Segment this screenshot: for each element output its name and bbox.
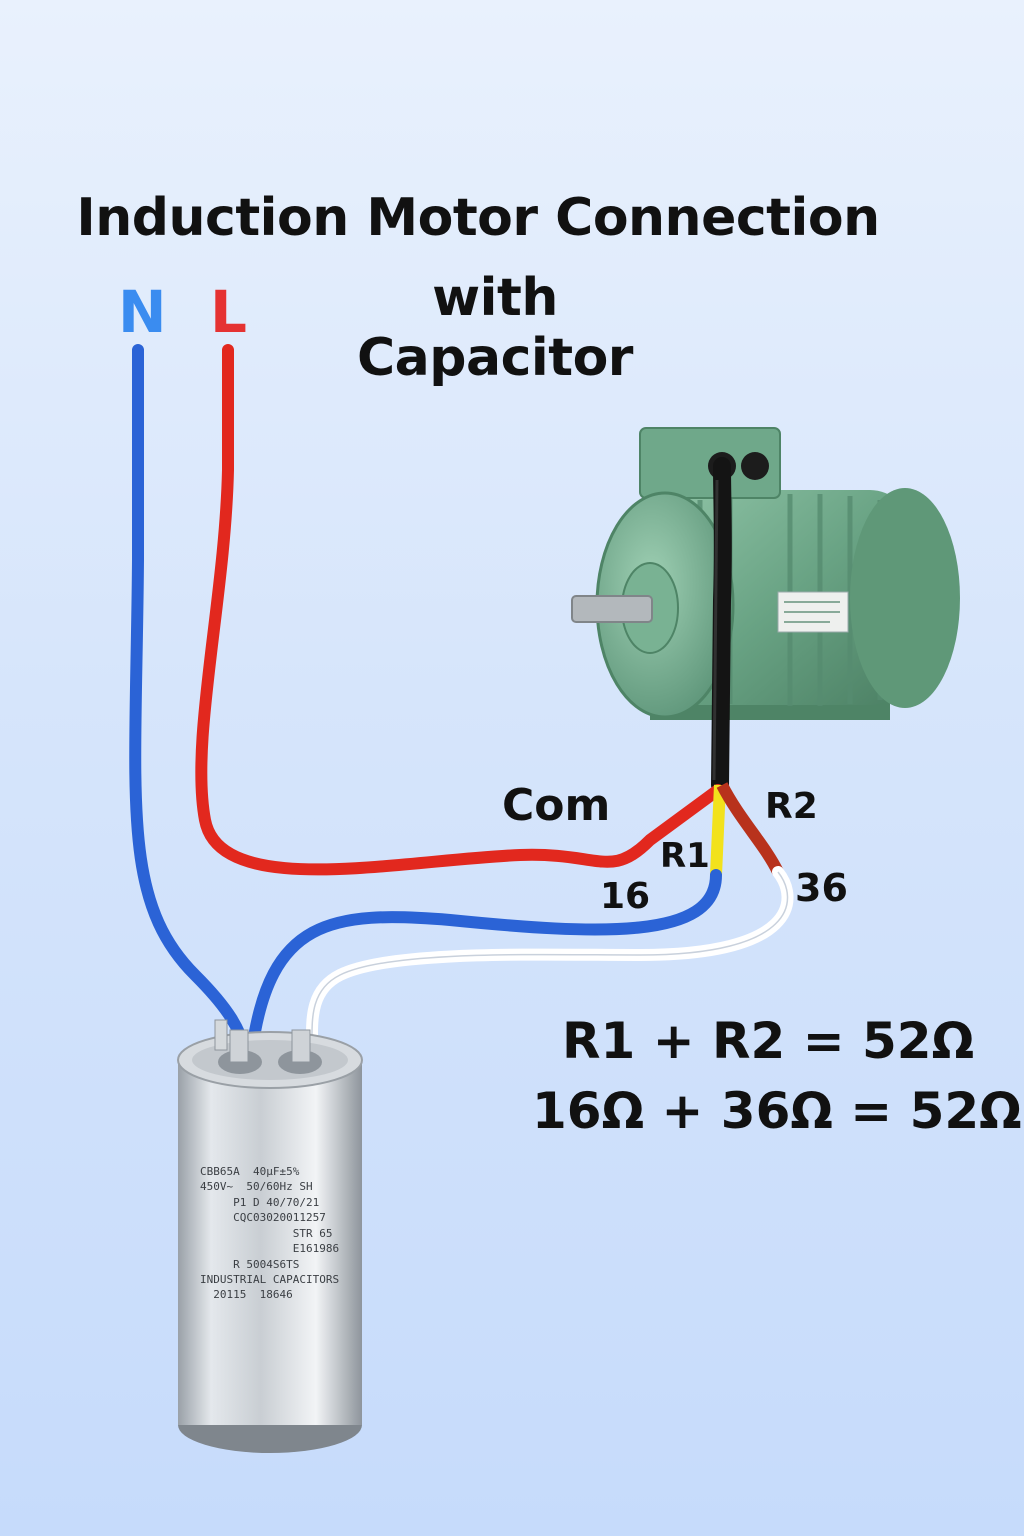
capacitor-label-row1: CBB65A 40µF±5% [200, 1165, 300, 1178]
capacitor [177, 1019, 363, 1453]
capacitor-label-row3: P1 D 40/70/21 [200, 1196, 320, 1209]
neutral-terminal-label: N [118, 278, 167, 346]
capacitor-label-row6: E161986 [200, 1242, 340, 1255]
line-terminal-label: L [210, 278, 247, 346]
r1-value-label: 16 [600, 876, 651, 917]
common-wire-label: Com [502, 780, 611, 831]
capacitor-label-row7: R 5004S6TS [200, 1258, 300, 1271]
resistance-value-equation: 16Ω + 36Ω = 52Ω [532, 1082, 1022, 1140]
r1-wire [246, 869, 722, 1056]
line-wire [195, 344, 724, 876]
capacitor-body [178, 1060, 362, 1425]
neutral-wire [129, 344, 251, 1056]
motor-shaft [571, 595, 653, 623]
motor [571, 427, 960, 720]
motor-cable [711, 457, 732, 794]
r2-value-label: 36 [795, 866, 848, 910]
r1-lead [710, 784, 726, 876]
capacitor-label-row5: STR 65 [200, 1227, 333, 1240]
capacitor-label-row9: 20115 18646 [200, 1288, 293, 1301]
diagram-title-line2: with Capacitor [357, 268, 633, 388]
r2-wire-label: R2 [765, 786, 818, 827]
motor-rear-cap [850, 488, 960, 708]
r2-lead [716, 782, 784, 875]
capacitor-label-row8: INDUSTRIAL CAPACITORS [200, 1273, 340, 1286]
r1-wire-label: R1 [660, 836, 710, 876]
capacitor-label-row4: CQC03020011257 [200, 1211, 326, 1224]
resistance-equation: R1 + R2 = 52Ω [562, 1012, 975, 1070]
capacitor-label-row2: 450V~ 50/60Hz SH [200, 1180, 313, 1193]
diagram-title-line1: Induction Motor Connection [76, 188, 880, 248]
